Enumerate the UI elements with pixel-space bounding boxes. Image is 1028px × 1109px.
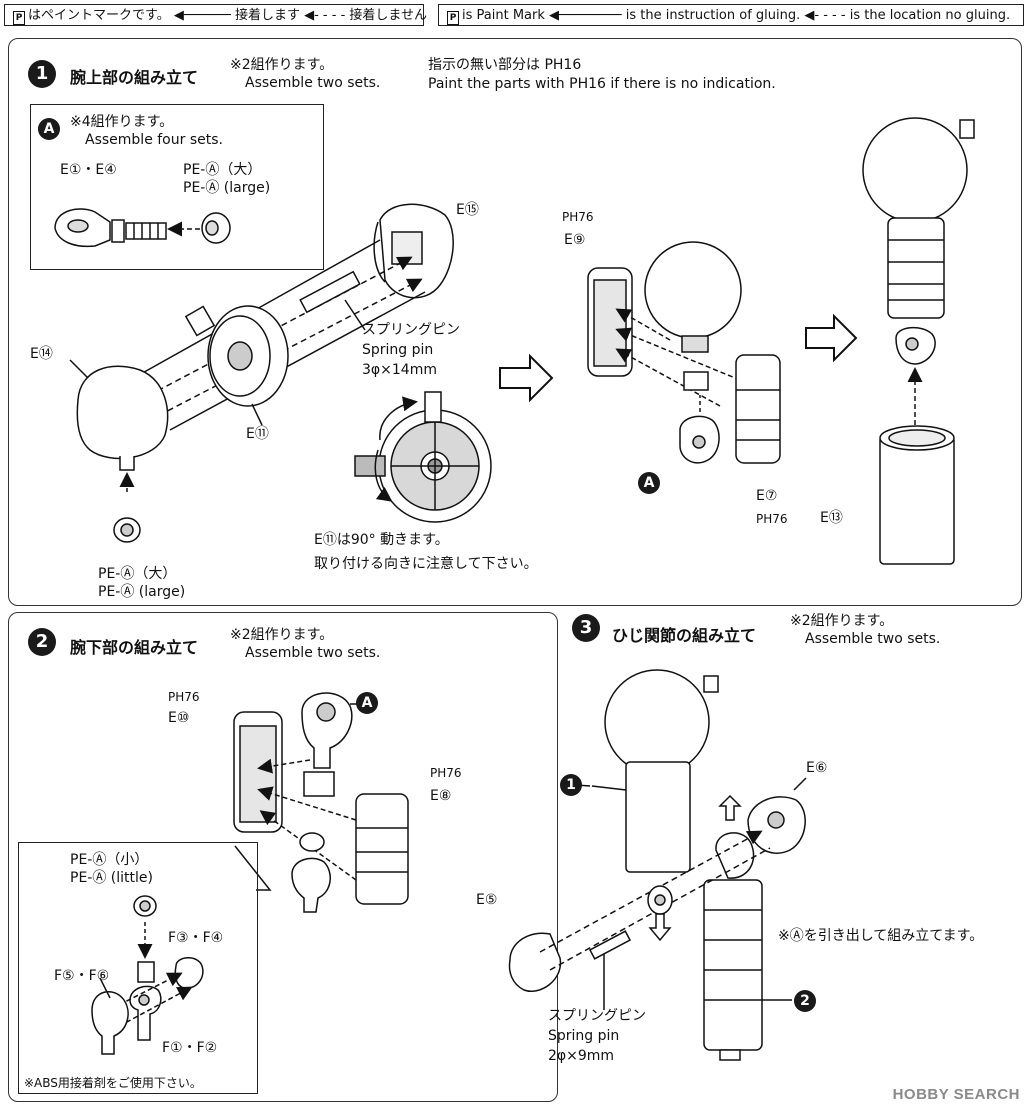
step2-note-en: Assemble two sets. [245, 645, 381, 661]
step2-a-badge: A [356, 692, 378, 714]
step2-frame [8, 612, 558, 1102]
subassembly-a-badge: A [38, 118, 60, 140]
label-e15: E⑮ [456, 202, 479, 218]
paint-mark-icon: P [447, 11, 459, 25]
label-e5: E⑤ [476, 892, 498, 908]
step3-note-jp: ※2組作ります。 [790, 613, 894, 629]
label-e13: E⑬ [820, 510, 843, 526]
subassembly-a-pe-en: PE-Ⓐ (large) [183, 180, 271, 196]
inset-callout [234, 845, 272, 891]
inset-pe-jp: PE-Ⓐ（小） [70, 852, 149, 868]
subassembly-a-note-jp: ※4組作ります。 [70, 114, 174, 130]
legend-en-noglue: is the location no gluing. [849, 8, 1011, 23]
step3-title: ひじ関節の組み立て [612, 626, 757, 645]
noglue-arrow-icon: ◀- - - - [804, 8, 846, 23]
label-e6: E⑥ [806, 760, 828, 776]
step1-number-badge: 1 [28, 60, 56, 88]
legend-jp-text: はペイントマークです。 [28, 8, 170, 23]
inset-box [18, 842, 258, 1094]
label-e9: E⑨ [564, 232, 586, 248]
label-f12: F①・F② [162, 1040, 218, 1056]
step1-paint-en: Paint the parts with PH16 if there is no… [428, 76, 776, 92]
step1-a-badge: A [638, 472, 660, 494]
pe-large-en: PE-Ⓐ (large) [98, 584, 186, 600]
paint-ph76-label: PH76 [168, 690, 200, 704]
step1-reference-badge: 1 [560, 774, 582, 796]
label-e11: E⑪ [246, 426, 269, 442]
pull-out-note: ※Ⓐを引き出して組み立てます。 [778, 928, 984, 944]
step2-note-jp: ※2組作ります。 [230, 627, 334, 643]
elbow-assembly [508, 669, 807, 1061]
paint-ph76-label: PH76 [430, 766, 462, 780]
label-e10: E⑩ [168, 710, 190, 726]
step2-number-badge: 2 [28, 628, 56, 656]
pe-large-jp: PE-Ⓐ（大） [98, 566, 177, 582]
subassembly-a-parts-label: E①・E④ [60, 162, 117, 178]
label-f34: F③・F④ [168, 930, 224, 946]
paint-ph76-label: PH76 [562, 210, 594, 224]
e11-rotation-detail [354, 391, 492, 523]
paint-ph76-label: PH76 [756, 512, 788, 526]
subassembly-a-note-en: Assemble four sets. [85, 132, 223, 148]
glue-arrow-icon: ◀──────── [549, 8, 622, 23]
step1-frame [8, 38, 1022, 606]
step3-number-badge: 3 [572, 614, 600, 642]
label-e14: E⑭ [30, 346, 53, 362]
e11-rotation-note-1: E⑪は90° 動きます。 [314, 532, 449, 548]
step1-note-jp: ※2組作ります。 [230, 57, 334, 73]
legend-jp-glue: 接着します [234, 8, 300, 23]
legend-en-glue: is the instruction of gluing. [625, 8, 801, 23]
shoulder-assembly [587, 241, 781, 464]
glue-arrow-icon: ◀────── [173, 8, 231, 23]
inset-parts [91, 895, 204, 1055]
step1-title: 腕上部の組み立て [70, 68, 199, 87]
step2-title: 腕下部の組み立て [70, 638, 199, 657]
legend-en-text: is Paint Mark [462, 8, 545, 23]
label-e8: E⑧ [430, 788, 452, 804]
inset-pe-en: PE-Ⓐ (little) [70, 870, 153, 886]
step3-note-en: Assemble two sets. [805, 631, 941, 647]
step2-reference-badge: 2 [794, 990, 816, 1012]
label-f56: F⑤・F⑥ [54, 968, 110, 984]
step1-note-en: Assemble two sets. [245, 75, 381, 91]
lower-arm-assembly [233, 692, 409, 913]
e11-rotation-note-2: 取り付ける向きに注意して下さい。 [314, 556, 538, 572]
step1-subassembly-a [54, 208, 231, 248]
completed-upper-arm [862, 117, 975, 565]
paint-mark-icon: P [13, 11, 25, 25]
step1-paint-jp: 指示の無い部分は PH16 [428, 57, 582, 73]
spring-pin-en: Spring pin [362, 342, 434, 358]
spring-pin-jp: スプリングピン [362, 322, 460, 338]
step3-spring-pin-en: Spring pin [548, 1028, 620, 1044]
watermark: HOBBY SEARCH [892, 1086, 1020, 1103]
abs-glue-note: ※ABS用接着剤をご使用下さい。 [24, 1076, 202, 1090]
subassembly-a-pe-jp: PE-Ⓐ（大） [183, 162, 262, 178]
legend-jp-noglue: 接着しません [349, 8, 428, 23]
step-arrow [499, 313, 858, 403]
noglue-arrow-icon: ◀- - - - [304, 8, 346, 23]
subassembly-a-box [30, 104, 324, 270]
label-e7: E⑦ [756, 488, 778, 504]
step3-spring-pin-jp: スプリングピン [548, 1008, 646, 1024]
step3-spring-pin-size: 2φ×9mm [548, 1048, 615, 1064]
upper-arm-assembly [69, 203, 454, 543]
spring-pin-size: 3φ×14mm [362, 362, 437, 378]
